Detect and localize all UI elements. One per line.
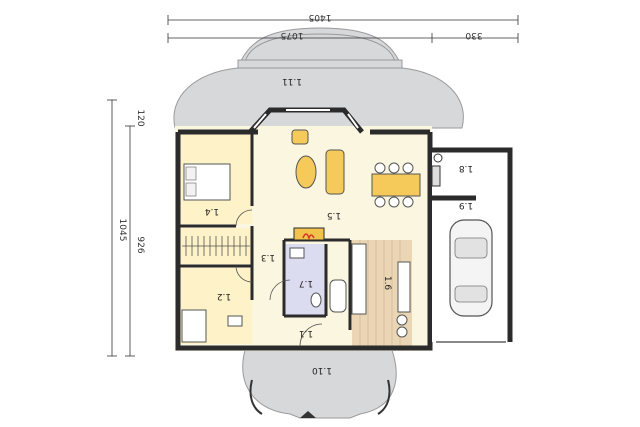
room-label-1-2: 1.2 xyxy=(217,291,231,301)
kitchen-island xyxy=(397,261,411,313)
room-label-1-9: 1.9 xyxy=(459,200,474,210)
garage-walls xyxy=(432,147,513,342)
dim-left-inner: 926 xyxy=(135,236,145,253)
sink-icon xyxy=(289,247,305,259)
single-bed-icon xyxy=(181,309,207,343)
sofa-icon xyxy=(325,149,345,195)
terrace-top xyxy=(173,27,464,129)
room-label-1-7: 1.7 xyxy=(299,278,313,288)
car-icon xyxy=(449,219,493,317)
room-label-1-3: 1.3 xyxy=(261,252,275,262)
double-bed-icon xyxy=(183,163,231,201)
desk-icon xyxy=(227,315,243,327)
kitchen-floor-boards xyxy=(359,240,401,346)
room-label-1-6: 1.6 xyxy=(382,276,392,291)
room-label-1-5: 1.5 xyxy=(327,210,341,220)
dining-table-icon xyxy=(371,173,421,197)
terrace-bottom xyxy=(242,349,397,419)
room-label-1-4: 1.4 xyxy=(205,206,220,216)
wardrobe-icon xyxy=(182,236,250,256)
door-swings xyxy=(235,209,323,347)
toilet-icon xyxy=(310,292,322,308)
bay-window-glazing xyxy=(253,109,359,129)
dimension-lines xyxy=(107,15,519,357)
dim-top-right: 330 xyxy=(465,30,482,40)
room-label-1-10: 1.10 xyxy=(312,365,332,375)
dim-top-total: 1405 xyxy=(309,12,332,22)
armchair-icon xyxy=(291,129,309,145)
exterior-walls xyxy=(175,129,433,351)
room-label-1-1: 1.1 xyxy=(299,328,313,338)
entrance-steps xyxy=(249,379,391,415)
utility-unit xyxy=(431,165,441,187)
north-marker xyxy=(300,411,316,418)
terrace-top-edge xyxy=(244,33,396,63)
dim-top-main: 1075 xyxy=(281,30,304,40)
terrace-top-step xyxy=(237,59,403,69)
dining-chairs-icon xyxy=(374,162,414,208)
dim-left-small: 120 xyxy=(135,109,145,126)
room-label-1-11: 1.11 xyxy=(282,76,302,86)
bar-stools-icon xyxy=(396,314,408,338)
dim-left-outer: 1045 xyxy=(117,219,127,242)
fireplace-flame-icon xyxy=(302,233,315,241)
room-label-1-8: 1.8 xyxy=(459,163,474,173)
bathtub-icon xyxy=(329,279,347,313)
coffee-table-icon xyxy=(295,155,317,189)
kitchen-counter xyxy=(351,243,367,315)
boiler-icon xyxy=(433,153,443,163)
